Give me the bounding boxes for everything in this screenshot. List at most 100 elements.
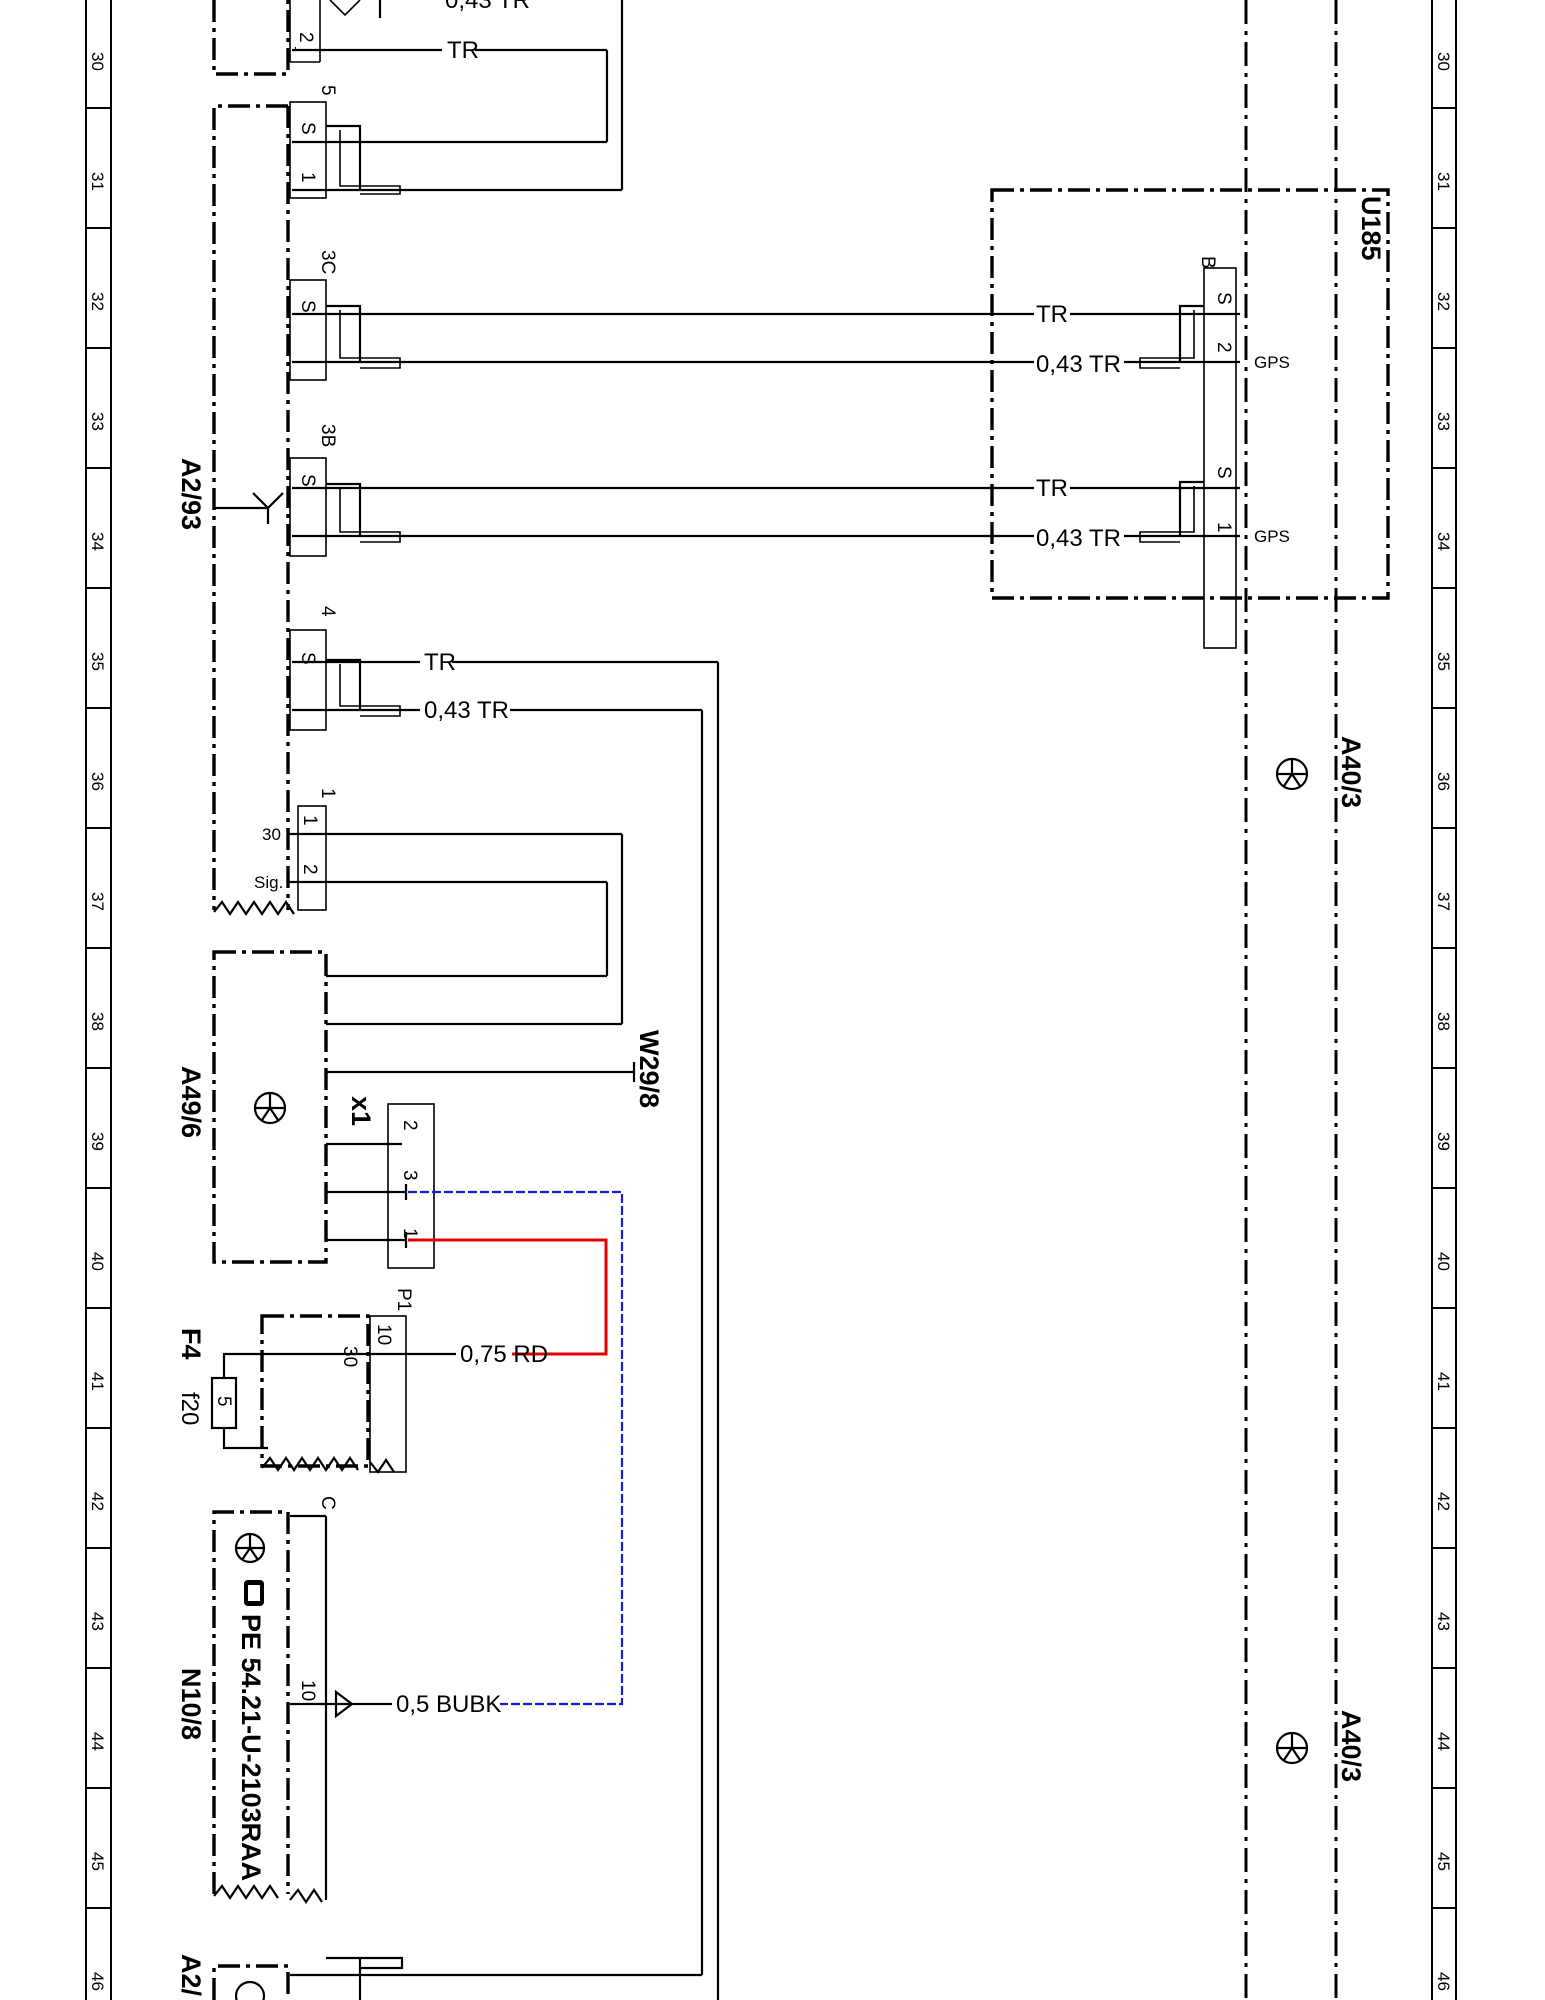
left-grid-ruler [85, 0, 112, 2000]
left-ruler-number: 42 [88, 1492, 107, 1511]
right-ruler-number: 46 [1434, 1972, 1453, 1991]
pin-4-label: 4 [317, 606, 338, 617]
right-ruler-number: 30 [1434, 52, 1453, 71]
pin-1-group-label: 1 [317, 788, 338, 799]
right-ruler-number: 43 [1434, 1612, 1453, 1631]
pin-group-3c: 3C S TR 0,43 TR [289, 250, 1124, 381]
left-ruler-number: 33 [88, 412, 107, 431]
a2-93-label: A2/93 [176, 458, 206, 530]
pin-group-5: 5 S 1 [289, 85, 622, 199]
left-ruler-number: 34 [88, 532, 107, 551]
hand-pointer-icon [244, 1580, 264, 1606]
antenna-icon-a40-3-upper [1275, 757, 1309, 791]
x1-connector: 2 3 1 [326, 1103, 624, 1706]
a2-partial-module: A2/ [176, 1954, 702, 2000]
u185-label: U185 [1356, 196, 1386, 261]
pin-3c-label: 3C [317, 250, 338, 274]
wire-label-tr-3c: TR [1036, 301, 1068, 328]
right-grid-ruler [1431, 0, 1457, 2000]
x1-pin-3-label: 3 [399, 1170, 420, 1181]
x1-pin-1-label: 1 [399, 1228, 420, 1239]
pin-group-4: 4 S TR 0,43 TR [289, 606, 720, 2000]
pin-s-label-3b: S [297, 474, 318, 487]
left-ruler-number: 31 [88, 172, 107, 191]
left-ruler-number: 43 [88, 1612, 107, 1631]
p1-connector-label: P1 [393, 1288, 414, 1311]
wire-label-rd075: 0,75 RD [460, 1341, 548, 1368]
wire-label-tr043-top: 0,43 TR [445, 0, 530, 14]
wire-label-tr-4: TR [424, 649, 456, 676]
x1-label: x1 [346, 1096, 376, 1126]
antenna-icon-a40-3-lower [1275, 1731, 1309, 1765]
right-ruler-number: 41 [1434, 1372, 1453, 1391]
left-ruler-number: 39 [88, 1132, 107, 1151]
pin-1-inner-label: 1 [299, 815, 320, 826]
pin-2-inner-label: 2 [299, 864, 320, 875]
left-ruler-number: 44 [88, 1732, 107, 1751]
pin-1-label-5: 1 [297, 172, 318, 183]
left-ruler-number: 40 [88, 1252, 107, 1271]
a40-3-label-upper: A40/3 [1336, 736, 1366, 808]
right-ruler-number: 37 [1434, 892, 1453, 911]
a2-93-module: A2/93 [176, 104, 295, 916]
f4-pin-30-label: 30 [339, 1346, 360, 1367]
f4-pin-10-label: 10 [373, 1324, 394, 1345]
top-pin-2: 2 [295, 32, 316, 43]
pin-30-label: 30 [262, 825, 281, 844]
gps-label-1: GPS [1254, 353, 1290, 372]
a49-6-module: A49/6 W29/8 x1 [176, 950, 664, 1264]
left-ruler-number: 45 [88, 1852, 107, 1871]
f4-fuse-value: 5 [213, 1396, 234, 1407]
w29-8-label: W29/8 [634, 1030, 664, 1108]
left-ruler-number: 36 [88, 772, 107, 791]
wire-label-bubk05: 0,5 BUBK [396, 1691, 501, 1718]
right-ruler-number: 33 [1434, 412, 1453, 431]
n10-8-doc-ref: PE 54.21-U-2103RAA [236, 1614, 266, 1881]
right-ruler-number: 40 [1434, 1252, 1453, 1271]
pin-3b-label: 3B [317, 424, 338, 447]
right-ruler-number: 35 [1434, 652, 1453, 671]
pin-group-1: 1 1 2 30 Sig. [254, 788, 624, 1024]
wire-label-tr043-4: 0,43 TR [424, 697, 509, 724]
a49-6-label: A49/6 [176, 1066, 206, 1138]
left-ruler-number: 30 [88, 52, 107, 71]
u185-module: U185 B S 2 S 1 GPS GPS [990, 188, 1390, 649]
left-ruler-number: 37 [88, 892, 107, 911]
left-ruler-number: 38 [88, 1012, 107, 1031]
right-ruler-number: 44 [1434, 1732, 1453, 1751]
left-ruler-number: 41 [88, 1372, 107, 1391]
pin-s-label-3c: S [297, 300, 318, 313]
n10-8-pin-10-label: 10 [297, 1680, 318, 1701]
u185-pin-s-label-1: S [1213, 292, 1234, 305]
u185-pin-b-label: B [1197, 256, 1218, 269]
right-ruler-number: 34 [1434, 532, 1453, 551]
left-ruler-number: 35 [88, 652, 107, 671]
wire-label-tr-3b: TR [1036, 475, 1068, 502]
left-ruler-number: 46 [88, 1972, 107, 1991]
f4-label: F4 [176, 1328, 206, 1360]
left-ruler-number: 32 [88, 292, 107, 311]
x1-pin-2-label: 2 [399, 1120, 420, 1131]
wire-label-tr043-3c: 0,43 TR [1036, 351, 1121, 378]
pin-5-label: 5 [317, 85, 338, 96]
pin-s-label-5: S [297, 122, 318, 135]
wire-label-tr043-3b: 0,43 TR [1036, 525, 1121, 552]
a40-3-label-lower: A40/3 [1336, 1710, 1366, 1782]
pin-group-3b: 3B S TR 0,43 TR [289, 424, 1124, 557]
n10-8-pin-c-label: C [317, 1496, 338, 1510]
u185-pin-2-label: 2 [1213, 342, 1234, 353]
right-ruler-number: 32 [1434, 292, 1453, 311]
antenna-icon-a49-6 [253, 1091, 287, 1125]
right-ruler-number: 31 [1434, 172, 1453, 191]
right-ruler-number: 36 [1434, 772, 1453, 791]
wire-label-tr-top: TR [447, 37, 479, 64]
f4-fuse-block: F4 f20 5 30 10 P1 0,75 RD [176, 1288, 548, 1474]
n10-8-label: N10/8 [176, 1668, 206, 1740]
pin-sig-label: Sig. [254, 873, 283, 892]
right-ruler-number: 39 [1434, 1132, 1453, 1151]
antenna-icon-n10-8 [234, 1532, 266, 1564]
n10-8-module: N10/8 PE 54.21-U-2103RAA C 10 0,5 BUBK [176, 1496, 501, 1904]
gps-label-2: GPS [1254, 527, 1290, 546]
